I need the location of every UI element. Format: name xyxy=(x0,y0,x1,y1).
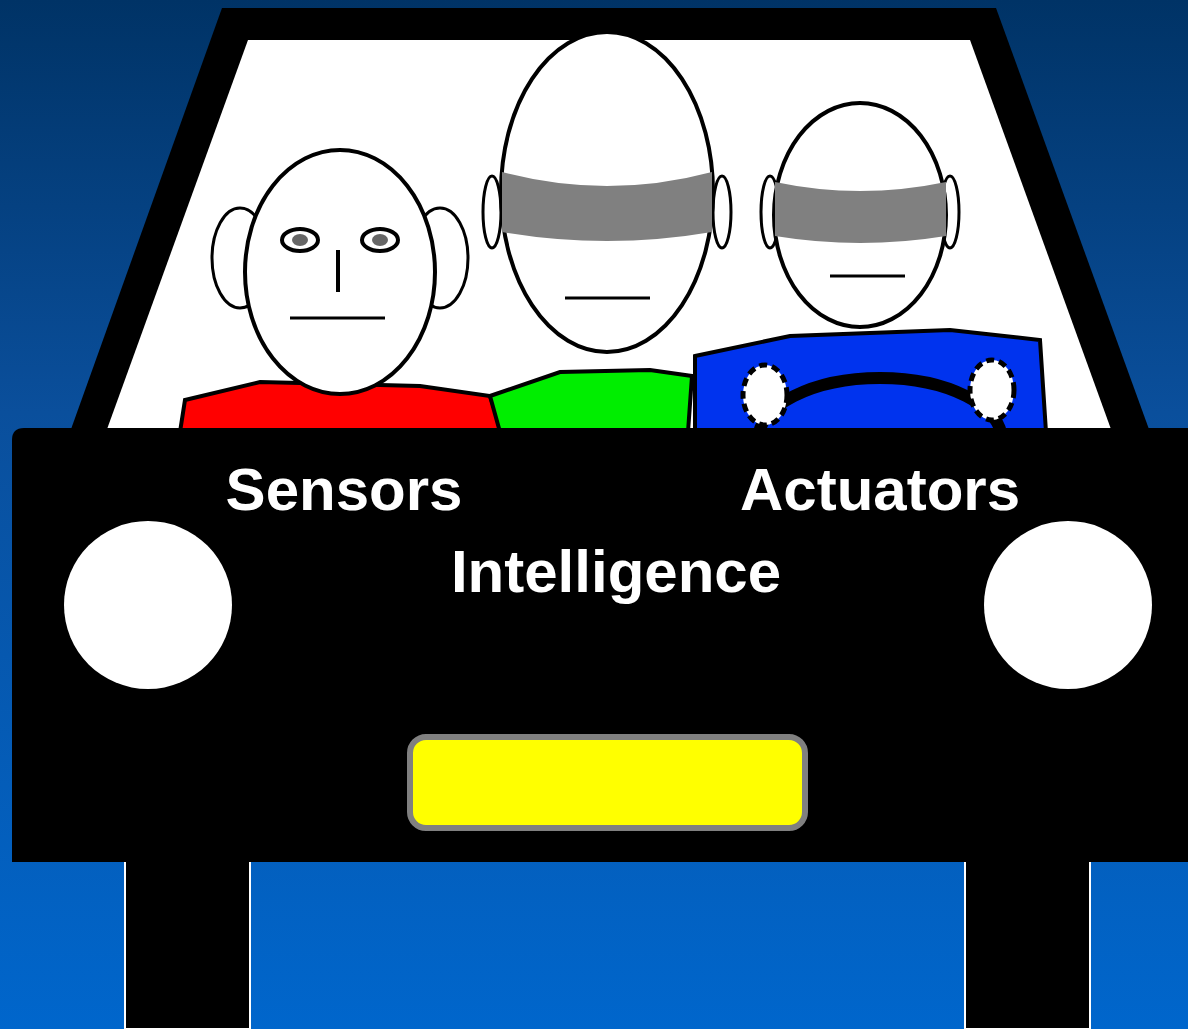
intelligence-mouth xyxy=(565,297,650,300)
sensor-pupil xyxy=(292,234,308,246)
sensor-pupil xyxy=(372,234,388,246)
hand xyxy=(743,365,787,425)
blindfold xyxy=(775,182,946,243)
part-label: Sensors xyxy=(226,455,463,525)
hand xyxy=(970,360,1014,420)
sensor-nose xyxy=(336,250,340,292)
part-label: Actuators xyxy=(740,455,1020,525)
sensor-eye xyxy=(282,229,318,251)
license-plate xyxy=(410,737,805,828)
part-label: Intelligence xyxy=(451,537,781,607)
intelligence-ear xyxy=(713,176,731,248)
headlight xyxy=(64,521,232,689)
headlight xyxy=(984,521,1152,689)
intelligence-ear xyxy=(483,176,501,248)
sensor-eye xyxy=(362,229,398,251)
intelligence-body xyxy=(490,370,692,432)
windshield-frame xyxy=(70,8,1150,432)
intelligence-head xyxy=(501,32,713,352)
blindfold xyxy=(502,172,712,241)
actuator-mouth xyxy=(830,275,905,278)
sensor-mouth xyxy=(290,317,385,320)
actuator-head xyxy=(774,103,946,327)
sensor-head xyxy=(245,150,435,394)
car-front xyxy=(12,428,1188,862)
